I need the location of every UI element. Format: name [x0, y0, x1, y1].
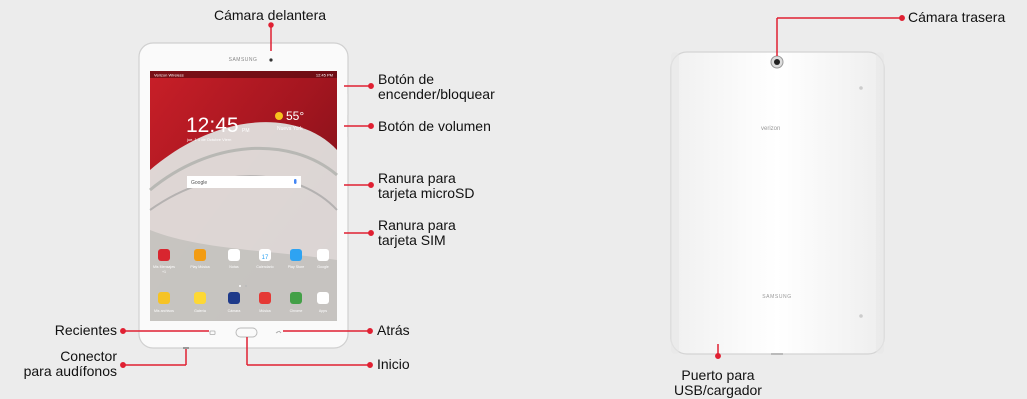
label-microsd-line2: tarjeta microSD [378, 185, 475, 201]
usb-port [771, 353, 783, 355]
screen: Verizon Wireless 12:45 PM 12:45 PM jue, … [149, 71, 338, 321]
recents-key[interactable] [209, 330, 216, 335]
clock: 12:45 [186, 114, 239, 137]
dock-app-label-2: Cámara [228, 309, 241, 313]
label-usb: Puerto para USB/cargador [658, 368, 778, 398]
label-usb-line1: Puerto para [681, 367, 755, 383]
callout-lines [120, 15, 905, 368]
label-front-camera: Cámara delantera [213, 7, 327, 23]
back-key[interactable] [275, 330, 282, 334]
label-sim-line1: Ranura para [378, 217, 456, 233]
label-home: Inicio [377, 356, 410, 372]
dock-app-label-1: Galería [194, 309, 206, 313]
app-label-2: Notas [229, 265, 239, 269]
weather-temp: 55° [286, 109, 304, 123]
app-icon-5[interactable] [317, 249, 329, 261]
front-brand-logo: SAMSUNG [229, 57, 258, 63]
label-headphone-line2: para audífonos [23, 363, 117, 379]
label-sim-line2: tarjeta SIM [378, 232, 446, 248]
app-label-3: Calendario [256, 265, 273, 269]
app-label-5: Google [317, 265, 329, 269]
search-brand: Google [191, 180, 207, 186]
weather-place: Nueva York [277, 126, 303, 132]
label-headphone: Conector para audífonos [0, 349, 117, 379]
clock-ampm: PM [242, 128, 250, 134]
app-icon-4[interactable] [290, 249, 302, 261]
front-tablet: SAMSUNG Verizon Wireless 12:45 PM 12:45 … [138, 42, 349, 349]
label-microsd: Ranura para tarjeta microSD [378, 171, 474, 201]
mic-icon[interactable] [294, 179, 297, 184]
status-carrier: Verizon Wireless [154, 73, 184, 78]
back-tablet: verizon SAMSUNG [670, 51, 885, 355]
label-rear-camera: Cámara trasera [908, 9, 1006, 25]
app-icon-0[interactable] [158, 249, 170, 261]
app-icon-1[interactable] [194, 249, 206, 261]
dock-app-label-0: Mis archivos [154, 309, 174, 313]
app-row-1: Mis Mensajes+1 Play Música Notas Calendario… [153, 249, 329, 274]
sun-icon [275, 112, 283, 120]
dock-app-icon-5[interactable] [317, 292, 329, 304]
label-headphone-line1: Conector [60, 348, 117, 364]
status-time: 12:45 PM [316, 73, 333, 78]
app-sublabel-0: +1 [162, 270, 166, 274]
label-sim: Ranura para tarjeta SIM [378, 218, 456, 248]
label-recents: Recientes [54, 322, 117, 338]
app-label-0: Mis Mensajes [153, 265, 175, 269]
calendar-day: 17 [262, 255, 269, 261]
date: jue, 1 1 de Octubre Viern [186, 137, 231, 142]
app-icon-2[interactable] [228, 249, 240, 261]
dock-app-icon-2[interactable] [228, 292, 240, 304]
search-bar[interactable] [187, 176, 301, 188]
dock-app-row: Mis archivos Galería Cámara Música Chrome App… [154, 292, 329, 313]
dock-app-label-4: Chrome [290, 309, 303, 313]
label-usb-line2: USB/cargador [674, 382, 762, 398]
dock-app-icon-3[interactable] [259, 292, 271, 304]
side-power-button [347, 80, 349, 94]
label-power-lock-line2: encender/bloquear [378, 86, 495, 102]
dock-app-icon-4[interactable] [290, 292, 302, 304]
label-microsd-line1: Ranura para [378, 170, 456, 186]
back-brand-logo: SAMSUNG [762, 294, 791, 300]
back-carrier-logo: verizon [761, 126, 780, 132]
app-icon-3[interactable] [259, 249, 271, 261]
label-volume: Botón de volumen [378, 118, 491, 134]
dock-app-label-3: Música [259, 309, 270, 313]
headphone-jack [183, 347, 189, 349]
dock-app-icon-0[interactable] [158, 292, 170, 304]
dock-app-label-5: Apps [319, 309, 327, 313]
label-back: Atrás [377, 322, 410, 338]
dock-app-icon-1[interactable] [194, 292, 206, 304]
front-camera-lens [269, 58, 273, 62]
label-power-lock: Botón de encender/bloquear [378, 72, 495, 102]
label-power-lock-line1: Botón de [378, 71, 435, 87]
app-label-4: Play Store [288, 265, 305, 269]
app-label-1: Play Música [190, 265, 209, 269]
